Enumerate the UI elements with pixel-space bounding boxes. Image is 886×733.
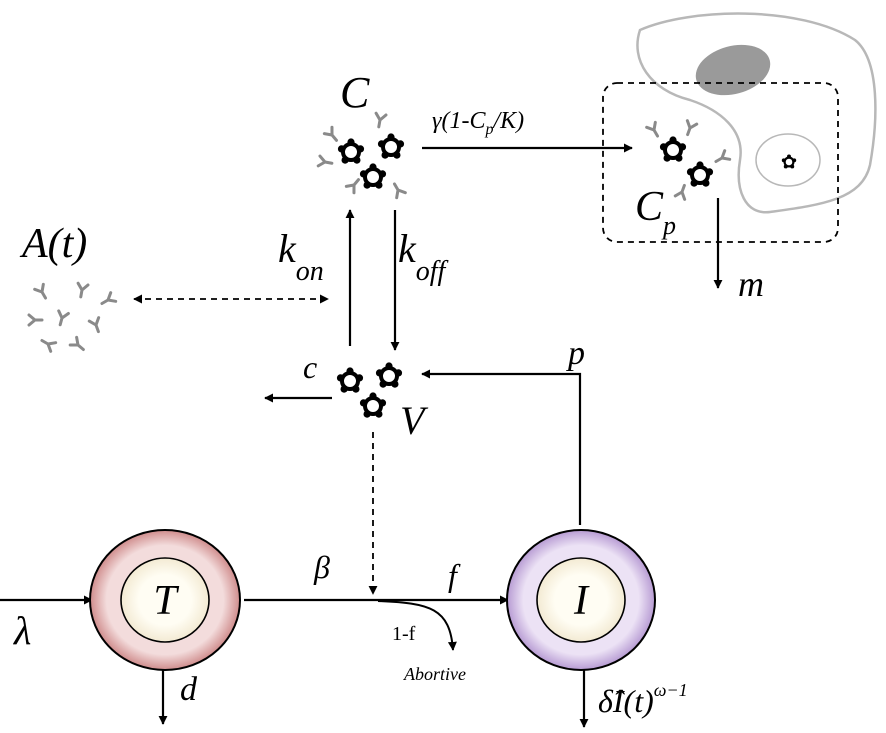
label-k-off: koff [398, 226, 449, 287]
i-cell-inner [536, 557, 626, 643]
v-virions [334, 360, 405, 420]
c-complexes [316, 111, 407, 200]
label-c: C [340, 68, 370, 117]
tissue-cell [636, 12, 877, 214]
t-cell-inner [120, 557, 210, 643]
antibody-cluster [27, 281, 118, 355]
label-gamma: γ(1-Cp/K) [432, 108, 524, 138]
arrow-i-produces-v [421, 369, 582, 525]
t-cell-label: T [153, 578, 179, 624]
i-cell-label: I [573, 578, 590, 624]
label-d: d [180, 671, 198, 708]
i-cell: I [506, 529, 656, 671]
label-k-on: kon [278, 226, 324, 287]
label-f: f [448, 557, 461, 593]
label-v: V [400, 398, 429, 443]
cp-compartment-box [602, 82, 839, 243]
t-cell: T [89, 529, 241, 671]
label-cp: Cp [635, 184, 676, 240]
endosome [755, 133, 821, 187]
label-p: p [566, 335, 585, 372]
label-m: m [738, 264, 764, 304]
arrow-abortive [377, 600, 457, 651]
label-one-minus-f: 1-f [392, 623, 416, 645]
label-a-t: A(t) [19, 221, 87, 267]
label-c-clearance: c [303, 349, 317, 385]
label-infected-death: δ̂I(t)ω−1 [598, 680, 688, 719]
tissue-outline [636, 12, 877, 214]
label-lambda: λ [13, 608, 31, 653]
label-beta: β [313, 549, 330, 585]
label-abortive: Abortive [403, 664, 466, 684]
